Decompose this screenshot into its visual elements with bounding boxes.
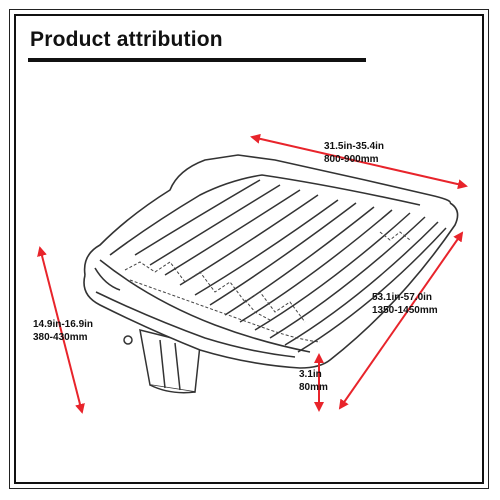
height-mm: 380-430mm bbox=[33, 332, 88, 343]
length-arrow bbox=[338, 231, 464, 410]
length-mm: 1350-1450mm bbox=[372, 305, 438, 316]
width-label: 31.5in-35.4in 800-900mm bbox=[324, 140, 384, 166]
length-label: 53.1in-57.0in 1350-1450mm bbox=[372, 291, 438, 317]
width-mm: 800-900mm bbox=[324, 154, 379, 165]
thickness-mm: 80mm bbox=[299, 382, 328, 393]
inner-frame bbox=[14, 14, 484, 484]
thickness-in: 3.1in bbox=[299, 369, 322, 380]
title-underline bbox=[28, 58, 366, 62]
height-arrow bbox=[37, 246, 85, 414]
length-in: 53.1in-57.0in bbox=[372, 292, 433, 303]
height-in: 14.9in-16.9in bbox=[33, 319, 94, 330]
dimension-arrows bbox=[37, 133, 468, 414]
mattress-base bbox=[139, 328, 201, 394]
width-arrow bbox=[250, 133, 468, 190]
height-label: 14.9in-16.9in 380-430mm bbox=[33, 318, 93, 344]
width-in: 31.5in-35.4in bbox=[324, 141, 385, 152]
thickness-label: 3.1in 80mm bbox=[299, 368, 328, 394]
page-title: Product attribution bbox=[30, 28, 223, 51]
outer-frame bbox=[9, 9, 489, 489]
valve-icon bbox=[123, 335, 133, 345]
